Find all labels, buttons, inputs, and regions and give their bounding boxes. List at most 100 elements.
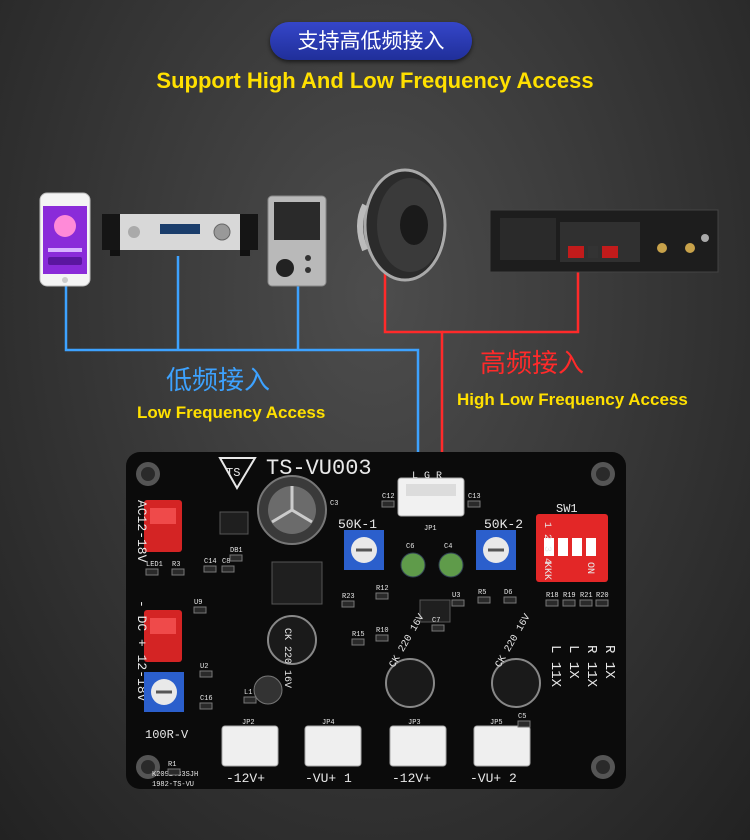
smd-part: [503, 596, 517, 604]
pot-100r-label: 100R-V: [145, 728, 189, 742]
smd-part: [375, 634, 389, 642]
title-badge: 支持高低频接入: [270, 22, 472, 60]
dip-switch: SW1 1 2 3 4 ON KKK: [536, 502, 608, 582]
ref-label: R1: [168, 761, 176, 769]
pot-100r: 100R-V: [144, 672, 189, 742]
jp3-label: JP3: [408, 719, 421, 727]
out-1-label: -12V+: [226, 771, 265, 786]
smd-part: [375, 592, 389, 600]
green-capacitors: C6 C4: [400, 543, 464, 578]
ref-label: R10: [376, 627, 389, 635]
switch-on: ON: [584, 562, 595, 574]
amplifier-icon: [102, 214, 258, 256]
smd-part: [229, 554, 243, 562]
smd-part: [221, 565, 235, 573]
smd-part: [167, 768, 181, 776]
low-frequency-label-en: Low Frequency Access: [137, 403, 326, 422]
ac-power-connector: [144, 500, 182, 552]
smd-part: [431, 624, 445, 632]
output-connector-2: -VU+ 1 JP4: [304, 719, 362, 786]
smd-part: [199, 702, 213, 710]
cap-c4-label: C4: [444, 543, 452, 551]
switch-label: SW1: [556, 502, 578, 516]
ref-label: R20: [596, 592, 609, 600]
inductor: [253, 675, 283, 705]
out-4-label: -VU+ 2: [470, 771, 517, 786]
smd-part: [193, 606, 207, 614]
batch-code: 1982-TS-VU: [152, 781, 194, 789]
audio-pins-label: L G R: [412, 471, 442, 482]
smd-part: [243, 696, 257, 704]
black-capacitor-1: CK 220 16V: [267, 615, 317, 688]
jp5-label: JP5: [490, 719, 503, 727]
smd-part: [579, 599, 593, 607]
main-capacitor: C3: [257, 475, 338, 545]
ref-label: DB1: [230, 547, 243, 555]
ref-label: U2: [200, 663, 208, 671]
ratio-l1: L 1X: [565, 645, 581, 679]
high-frequency-label-cn: 高频接入: [480, 349, 585, 379]
ratio-r11: R 11X: [583, 645, 599, 688]
switch-numbers: 1 2 3 4: [541, 522, 552, 564]
output-connector-3: -12V+ JP3: [389, 719, 447, 786]
ref-label: C13: [468, 493, 481, 501]
ratio-r1: R 1X: [601, 645, 617, 679]
cap-1-label: CK 220 16V: [281, 628, 292, 688]
audio-input-connector: L G R JP1: [397, 471, 465, 533]
smd-part: [381, 500, 395, 508]
cap-c6-label: C6: [406, 543, 414, 551]
power-amplifier-icon: [489, 209, 719, 273]
output-connector-4: -VU+ 2 JP5: [470, 719, 531, 786]
ref-label: R15: [352, 631, 365, 639]
smd-part: [341, 600, 355, 608]
switch-kkk: KKK: [541, 562, 552, 580]
smd-part: [517, 720, 531, 728]
voltage-regulator: [271, 561, 323, 605]
music-player-icon: [267, 195, 327, 287]
ref-label: R5: [478, 589, 486, 597]
ref-label: C8: [222, 558, 230, 566]
smd-part: [595, 599, 609, 607]
ref-label: R23: [342, 593, 355, 601]
smd-part: [451, 599, 465, 607]
ref-label: C5: [518, 713, 526, 721]
op-amp-chip: [419, 599, 451, 623]
pot-50k-2: 50K-2: [476, 517, 523, 570]
pot-50k-1-label: 50K-1: [338, 517, 377, 532]
dc-power-connector: [144, 610, 182, 662]
ref-label: C7: [432, 617, 440, 625]
out-3-label: -12V+: [392, 771, 431, 786]
ref-label: R19: [563, 592, 576, 600]
smd-part: [545, 599, 559, 607]
low-frequency-label-cn: 低频接入: [166, 366, 271, 396]
ref-label: R12: [376, 585, 389, 593]
smd-part: [562, 599, 576, 607]
speaker-icon: [357, 168, 447, 282]
smd-part: [199, 670, 213, 678]
jp2-label: JP2: [242, 719, 255, 727]
ref-label: L1: [244, 689, 252, 697]
ref-label: C16: [200, 695, 213, 703]
ac-input-label: AC12-18V: [134, 500, 149, 563]
pot-50k-1: 50K-1: [338, 517, 384, 570]
smd-part: [477, 596, 491, 604]
logo-text: TS: [226, 466, 240, 480]
output-connector-1: -12V+ JP2: [221, 719, 279, 786]
jp1-label: JP1: [424, 525, 437, 533]
subtitle: Support High And Low Frequency Access: [156, 68, 594, 93]
ref-label: D6: [504, 589, 512, 597]
high-frequency-label-en: High Low Frequency Access: [457, 390, 688, 409]
smd-part: [171, 568, 185, 576]
ref-label: C12: [382, 493, 395, 501]
ref-label: C14: [204, 558, 217, 566]
smd-part: [203, 565, 217, 573]
pot-50k-2-label: 50K-2: [484, 517, 523, 532]
jp4-label: JP4: [322, 719, 335, 727]
ts-logo: TS: [218, 457, 257, 490]
low-frequency-wires: [64, 256, 420, 478]
vu-driver-board: TS TS-VU003 L G R JP1 C3: [126, 452, 626, 789]
smd-part: [351, 638, 365, 646]
